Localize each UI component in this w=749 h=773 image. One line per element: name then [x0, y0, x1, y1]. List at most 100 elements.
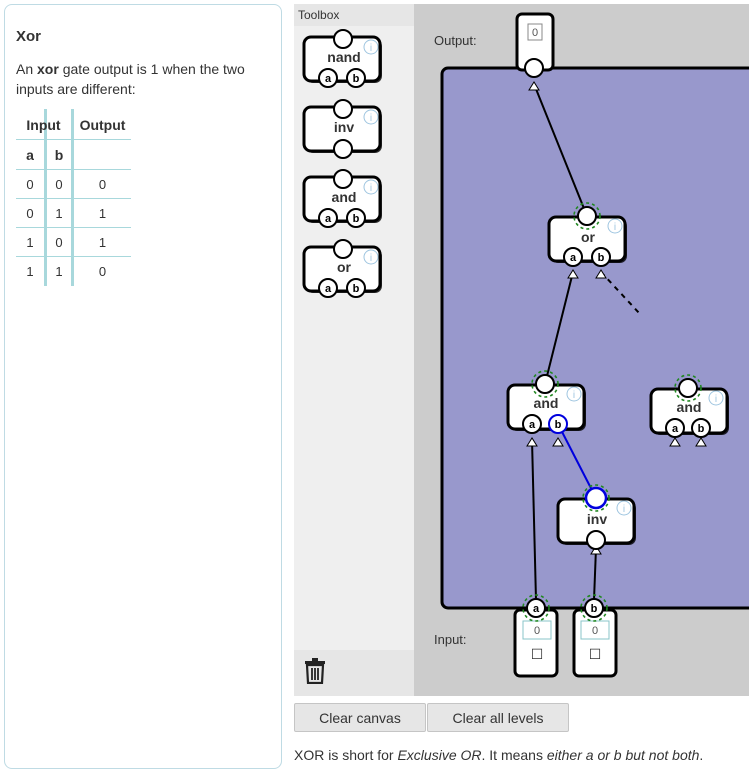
info-icon[interactable] — [363, 249, 379, 265]
hint-italic: Exclusive OR — [397, 747, 482, 763]
info-icon[interactable] — [363, 39, 379, 55]
gate-input-pin-a[interactable] — [665, 418, 685, 438]
toolbox-gate-or[interactable]: or a b i — [302, 239, 382, 298]
table-cell: 1 — [55, 264, 63, 279]
wire-arrow — [595, 269, 607, 279]
canvas-gate-or[interactable]: or a b i — [547, 202, 627, 267]
hint-italic: either a or b but not both — [546, 747, 700, 763]
gate-label: and — [332, 189, 357, 205]
pin-label: a — [325, 213, 332, 225]
wire[interactable] — [593, 547, 597, 601]
info-icon[interactable] — [616, 500, 632, 516]
ok-ring — [573, 202, 601, 230]
pin-label: a — [529, 419, 536, 431]
gate-input-pin-a[interactable] — [318, 278, 338, 298]
toolbox-gate-nand[interactable]: nand a b i — [302, 29, 382, 88]
info-icon[interactable] — [363, 179, 379, 195]
selected-wire[interactable] — [557, 423, 597, 499]
info-icon[interactable] — [566, 386, 582, 402]
table-cell: 0 — [98, 177, 107, 192]
canvas-gate-and[interactable]: and a b i — [506, 370, 586, 434]
gate-input-pin-b[interactable] — [346, 68, 366, 88]
table-cell: 1 — [98, 206, 107, 221]
info-icon-glyph: i — [715, 394, 717, 405]
gate-output-pin[interactable] — [333, 239, 353, 259]
table-cell: 0 — [26, 206, 34, 221]
wire[interactable] — [533, 83, 588, 217]
desc-text: gate output is 1 when the two inputs are… — [16, 61, 245, 97]
output-terminal[interactable]: 0 — [515, 12, 555, 78]
trash-area[interactable] — [294, 650, 414, 696]
ok-ring — [582, 484, 610, 512]
wire[interactable] — [544, 271, 574, 385]
gate-label: or — [337, 259, 352, 275]
gate-label: and — [677, 399, 702, 415]
gate-label: or — [581, 229, 596, 245]
gate-output-pin[interactable] — [535, 374, 555, 394]
gate-output-pin[interactable] — [333, 29, 353, 49]
gate-input-pin-a[interactable] — [522, 414, 542, 434]
gate-input-pin-b[interactable] — [346, 208, 366, 228]
gate-output-pin[interactable] — [333, 99, 353, 119]
input-toggle-checkbox[interactable]: ☐ — [589, 646, 602, 662]
desc-bold: xor — [37, 61, 59, 77]
info-icon-glyph: i — [370, 183, 372, 194]
gate-input-pin-b-selected[interactable] — [548, 414, 568, 434]
table-divider — [16, 169, 131, 170]
gate-input-pin-b[interactable] — [591, 247, 611, 267]
table-cell: 1 — [98, 235, 107, 250]
table-cell: 0 — [55, 235, 63, 250]
gate-label: inv — [587, 511, 607, 527]
input-label: Input: — [434, 632, 467, 647]
gate-input-pin[interactable] — [333, 139, 353, 159]
pin-label: b — [353, 283, 360, 295]
clear-canvas-button[interactable]: Clear canvas — [294, 703, 426, 732]
canvas-gate-and-unused[interactable]: and a b i — [649, 374, 729, 438]
toolbox-header — [294, 4, 414, 26]
gate-input-pin-a[interactable] — [318, 208, 338, 228]
info-icon-glyph: i — [614, 222, 616, 233]
circuit-canvas[interactable]: 0 or a b i and a b — [414, 4, 749, 696]
canvas-gate-inv[interactable]: inv i — [556, 484, 636, 550]
input-toggle-checkbox[interactable]: ☐ — [531, 646, 544, 662]
info-icon[interactable] — [708, 390, 724, 406]
table-header-a: a — [26, 147, 34, 163]
gate-output-pin[interactable] — [333, 169, 353, 189]
info-icon-glyph: i — [623, 504, 625, 515]
toolbox-title: Toolbox — [298, 8, 340, 22]
input-terminal-b[interactable]: 0 ☐ b — [572, 594, 618, 678]
gate-label: nand — [327, 49, 360, 65]
hint-text: XOR is short for — [294, 747, 398, 763]
hint-text: . It means — [481, 747, 547, 763]
input-pin[interactable] — [584, 598, 604, 618]
toolbox-gate-inv[interactable]: inv i — [302, 99, 382, 159]
wire[interactable] — [531, 439, 537, 601]
info-icon[interactable] — [363, 109, 379, 125]
level-title: Xor — [16, 28, 42, 45]
output-pin[interactable] — [524, 58, 544, 78]
table-cell: 0 — [55, 177, 63, 192]
gate-input-pin[interactable] — [586, 530, 606, 550]
table-cell: 1 — [26, 235, 34, 250]
info-icon-glyph: i — [573, 390, 575, 401]
output-label: Output: — [434, 33, 477, 48]
clear-all-levels-button[interactable]: Clear all levels — [427, 703, 569, 732]
input-pin[interactable] — [526, 598, 546, 618]
gate-input-pin-b[interactable] — [346, 278, 366, 298]
gate-output-pin[interactable] — [577, 206, 597, 226]
toolbox-gate-and[interactable]: and a b i — [302, 169, 382, 228]
table-divider — [16, 198, 131, 199]
wire-arrow — [552, 437, 564, 447]
info-icon[interactable] — [607, 218, 623, 234]
trash-icon[interactable] — [304, 658, 326, 684]
gate-input-pin-a[interactable] — [563, 247, 583, 267]
table-divider — [16, 256, 131, 257]
gate-input-pin-b[interactable] — [691, 418, 711, 438]
pin-label: b — [353, 213, 360, 225]
desc-text: An — [16, 61, 38, 77]
gate-output-pin-selected[interactable] — [584, 486, 608, 510]
gate-input-pin-a[interactable] — [318, 68, 338, 88]
gate-label: and — [534, 395, 559, 411]
input-terminal-a[interactable]: 0 ☐ a — [513, 594, 559, 678]
gate-output-pin[interactable] — [678, 378, 698, 398]
